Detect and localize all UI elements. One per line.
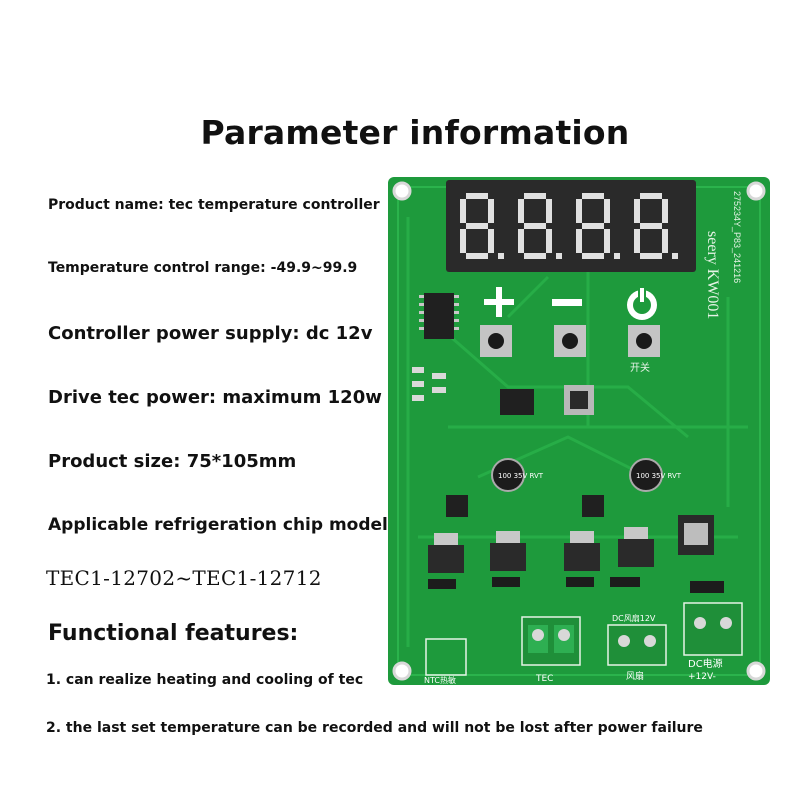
plus-icon [484,287,514,317]
segment [546,229,552,253]
segment [604,229,610,253]
feature-item-2: 2. the last set temperature can be recor… [46,720,703,736]
segment [640,253,662,259]
segment [524,193,546,199]
spec-chip-models: TEC1-12702~TEC1-12712 [46,566,322,590]
decimal-point [498,253,504,259]
segment [634,199,640,223]
feature-item-1: 1. can realize heating and cooling of te… [46,672,364,688]
segment [460,199,466,223]
button-plus[interactable] [480,325,512,357]
mosfet-row [428,539,654,573]
decimal-point [614,253,620,259]
ic-chip [500,389,534,415]
segment [518,199,524,223]
ic-chip [424,293,454,339]
ntc-connector [425,638,467,676]
capacitor: 100 35V RVT [491,458,544,492]
spec-temp-range: Temperature control range: -49.9~99.9 [48,260,358,276]
segment [582,193,604,199]
minus-icon [552,299,582,306]
segment [582,223,604,229]
capacitor: 100 35V RVT [629,458,682,492]
diode-row [428,577,724,593]
segment [634,229,640,253]
segment [604,199,610,223]
features-heading: Functional features: [48,621,299,646]
display-digits [460,193,678,259]
segment [582,253,604,259]
button-minus[interactable] [554,325,586,357]
ntc-label: NTC热敏 [424,675,456,685]
tec-label: TEC [535,674,553,684]
segment [640,223,662,229]
spec-size: Product size: 75*105mm [48,451,297,472]
segment [662,229,668,253]
pcb-board [388,177,770,685]
segment [518,229,524,253]
fan-terminal [607,624,667,666]
segment [576,199,582,223]
board-name-label: seery KW001 [704,231,721,319]
power-terminal [683,602,743,656]
segment [576,229,582,253]
ic-chip [582,495,604,517]
segment [488,229,494,253]
svg-text:100 35V RVT: 100 35V RVT [636,472,682,480]
power-voltage-label: +12V- [688,672,716,682]
segment [488,199,494,223]
spec-power-supply: Controller power supply: dc 12v [48,323,373,344]
page-title: Parameter information [200,113,630,152]
segment [460,229,466,253]
spec-drive-power: Drive tec power: maximum 120w [48,387,382,408]
led-row [412,367,446,401]
svg-text:100 35V RVT: 100 35V RVT [498,472,544,480]
ic-chip [446,495,468,517]
segment [640,193,662,199]
button-power[interactable] [628,325,660,357]
segment [662,199,668,223]
pcb-board-image: 275234Y_P83_241216 seery KW001 开关 [388,177,770,685]
mounting-holes [392,181,766,681]
board-code-label: 275234Y_P83_241216 [732,191,742,283]
decimal-point [556,253,562,259]
fan-bottom-label: 风扇 [626,670,644,682]
decimal-point [672,253,678,259]
power-label: DC电源 [688,657,723,670]
segment [524,253,546,259]
segment [466,223,488,229]
segment [546,199,552,223]
fan-label: DC风扇12V [612,613,656,623]
spec-chip-label: Applicable refrigeration chip model: [48,515,395,535]
tec-terminal [521,616,581,666]
segment [524,223,546,229]
segment [466,253,488,259]
segment [466,193,488,199]
seven-segment-display [446,180,696,272]
switch-label: 开关 [630,361,650,374]
power-icon [627,286,657,320]
spec-product-name: Product name: tec temperature controller [48,197,380,213]
